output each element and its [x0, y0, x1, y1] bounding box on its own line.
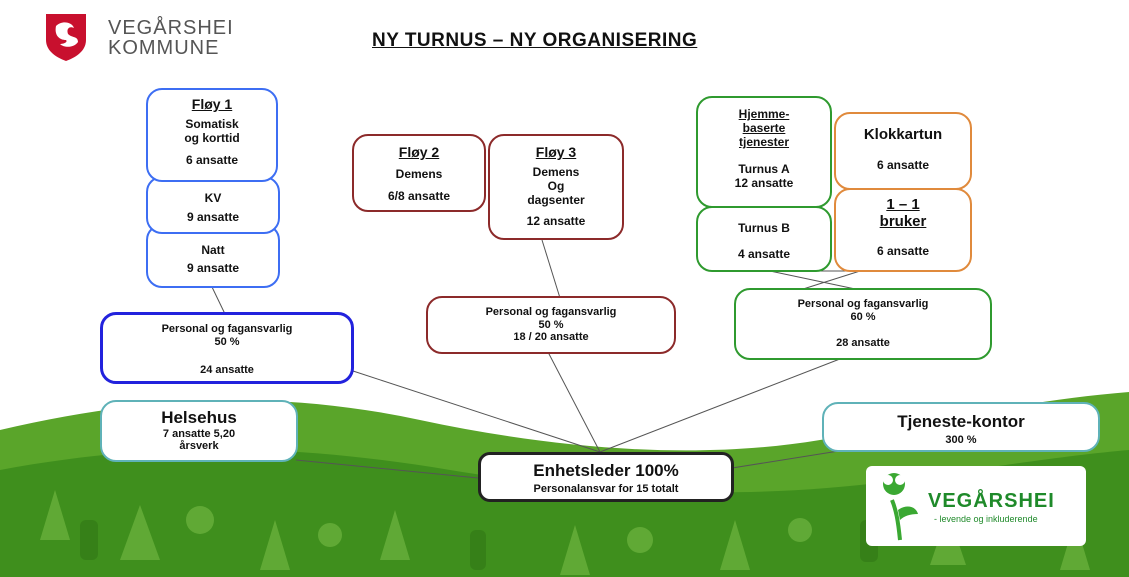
node-klokkartun: Klokkartun 6 ansatte [834, 112, 972, 190]
kv-title: KV [204, 191, 222, 205]
hjemme-title2: baserte [742, 120, 786, 135]
tree-logo-icon [883, 473, 918, 541]
natt-title: Natt [201, 243, 225, 257]
floy2-count: 6/8 ansatte [387, 188, 451, 203]
node-1-1-bruker: 1 – 1 bruker 6 ansatte [834, 188, 972, 272]
municipality-name-line1: VEGÅRSHEI [108, 17, 234, 39]
floy1-line2: og korttid [184, 130, 240, 145]
node-helsehus: Helsehus 7 ansatte 5,20 årsverk [100, 400, 298, 462]
footer-logo-slogan: - levende og inkluderende [934, 514, 1038, 524]
node-pf-right: Personal og fagansvarlig 60 % 28 ansatte [734, 288, 992, 360]
bruker-title1: 1 – 1 [886, 196, 920, 213]
floy2-title: Fløy 2 [398, 144, 440, 160]
hjemme-count: 12 ansatte [734, 176, 794, 191]
node-tjeneste-kontor: Tjeneste-kontor 300 % [822, 402, 1100, 452]
enhetsleder-line1: Personalansvar for 15 totalt [533, 482, 679, 495]
pf-mid-count: 18 / 20 ansatte [513, 331, 589, 344]
bruker-title2: bruker [879, 213, 927, 231]
floy1-line1: Somatisk [185, 117, 239, 132]
floy3-line3: dagsenter [527, 192, 585, 207]
klokkartun-count: 6 ansatte [876, 158, 930, 173]
klokkartun-title: Klokkartun [863, 126, 943, 143]
tjeneste-title: Tjeneste-kontor [897, 412, 1025, 431]
coat-of-arms-logo [44, 12, 104, 62]
floy3-line1: Demens [532, 165, 580, 180]
floy1-count: 6 ansatte [185, 152, 239, 167]
enhetsleder-title: Enhetsleder 100% [533, 461, 679, 480]
floy3-title: Fløy 3 [535, 144, 577, 160]
node-enhetsleder: Enhetsleder 100% Personalansvar for 15 t… [478, 452, 734, 502]
node-floy3: Fløy 3 Demens Og dagsenter 12 ansatte [488, 134, 624, 240]
floy1-title: Fløy 1 [191, 96, 233, 112]
node-pf-left: Personal og fagansvarlig 50 % 24 ansatte [100, 312, 354, 384]
natt-count: 9 ansatte [186, 260, 240, 275]
node-hjemmebaserte: Hjemme- baserte tjenester Turnus A 12 an… [696, 96, 832, 208]
floy3-line2: Og [547, 178, 565, 193]
footer-logo-name: VEGÅRSHEI [928, 490, 1055, 512]
pf-left-count: 24 ansatte [200, 364, 254, 377]
tjeneste-line1: 300 % [945, 433, 977, 446]
hjemme-line1: Turnus A [738, 162, 790, 177]
shield-icon [46, 14, 86, 61]
node-kv: KV 9 ansatte [146, 176, 280, 234]
pf-right-line2: 60 % [850, 310, 876, 323]
hjemme-title1: Hjemme- [738, 107, 790, 121]
floy3-count: 12 ansatte [526, 214, 586, 229]
pf-left-line2: 50 % [214, 335, 240, 348]
node-floy1: Fløy 1 Somatisk og korttid 6 ansatte [146, 88, 278, 182]
node-natt: Natt 9 ansatte [146, 224, 280, 288]
node-turnus-b: Turnus B 4 ansatte [696, 206, 832, 272]
helsehus-title: Helsehus [161, 408, 237, 427]
pf-right-count: 28 ansatte [836, 337, 890, 350]
pf-mid-line2: 50 % [538, 318, 564, 331]
pf-right-line1: Personal og fagansvarlig [797, 298, 929, 310]
pf-left-line1: Personal og fagansvarlig [161, 323, 293, 335]
helsehus-line2: årsverk [179, 440, 219, 453]
turnusb-line1: Turnus B [738, 221, 790, 235]
node-floy2: Fløy 2 Demens 6/8 ansatte [352, 134, 486, 212]
floy2-line1: Demens [395, 167, 443, 182]
turnusb-count: 4 ansatte [737, 246, 791, 261]
helsehus-line1: 7 ansatte 5,20 [162, 427, 236, 440]
footer-logo: VEGÅRSHEI - levende og inkluderende [866, 466, 1086, 546]
node-pf-mid: Personal og fagansvarlig 50 % 18 / 20 an… [426, 296, 676, 354]
municipality-name-line2: KOMMUNE [108, 37, 220, 59]
page-title: NY TURNUS – NY ORGANISERING [372, 30, 698, 51]
kv-count: 9 ansatte [186, 209, 240, 224]
hjemme-title3: tjenester [738, 134, 790, 149]
pf-mid-line1: Personal og fagansvarlig [485, 306, 617, 318]
bruker-count: 6 ansatte [876, 243, 930, 258]
